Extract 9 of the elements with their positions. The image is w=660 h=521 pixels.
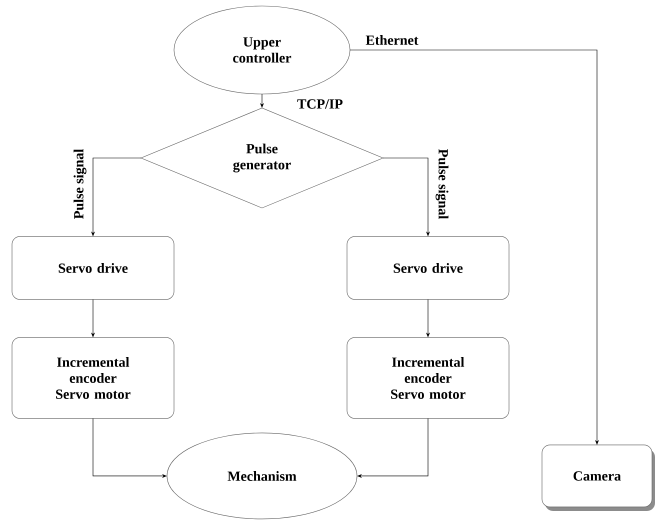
edge-label: Ethernet [366,35,418,45]
camera-box: Camera [542,444,655,511]
process-box: Servo drive [12,236,174,300]
edge-label: TCP/IP [297,99,343,109]
edge-label: Pulse signal [436,149,448,219]
process-box: Servo drive [346,236,510,300]
process-box: Incremental encoder Servo motor [12,337,174,419]
edge-label: Pulse signal [74,149,86,219]
process-box: Incremental encoder Servo motor [346,337,510,419]
